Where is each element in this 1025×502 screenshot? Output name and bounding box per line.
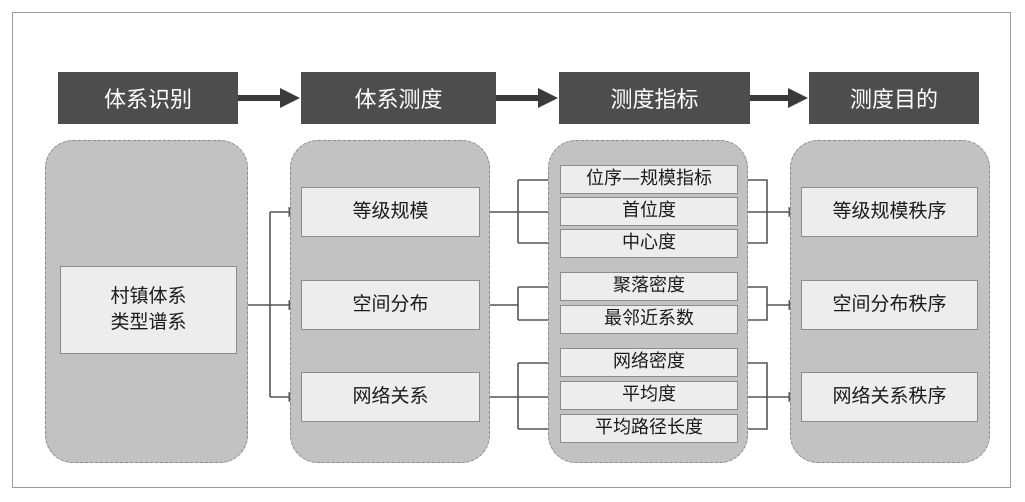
indicator-rank-size: 位序—规模指标 bbox=[560, 165, 738, 194]
dimension-hierarchy: 等级规模 bbox=[301, 187, 480, 237]
identify-line-1: 村镇体系 bbox=[110, 285, 187, 308]
header-arrows bbox=[238, 88, 808, 108]
identify-box: 村镇体系 类型谱系 bbox=[60, 266, 237, 354]
header-measure: 体系测度 bbox=[301, 72, 496, 124]
dimension-network: 网络关系 bbox=[301, 372, 480, 422]
indicator-avg-path-length: 平均路径长度 bbox=[560, 414, 738, 443]
goal-network-order: 网络关系秩序 bbox=[801, 372, 978, 422]
indicator-network-density: 网络密度 bbox=[560, 348, 738, 377]
goal-spatial-order: 空间分布秩序 bbox=[801, 280, 978, 330]
header-indicators: 测度指标 bbox=[559, 72, 750, 124]
identify-line-2: 类型谱系 bbox=[110, 311, 187, 333]
indicator-nearest-neighbor: 最邻近系数 bbox=[560, 305, 738, 334]
indicator-centrality: 中心度 bbox=[560, 229, 738, 258]
indicator-settlement-density: 聚落密度 bbox=[560, 272, 738, 301]
goal-hierarchy-order: 等级规模秩序 bbox=[801, 187, 978, 237]
indicator-primacy: 首位度 bbox=[560, 197, 738, 226]
header-identify: 体系识别 bbox=[58, 72, 238, 124]
header-goals: 测度目的 bbox=[809, 72, 979, 124]
dimension-spatial: 空间分布 bbox=[301, 280, 480, 330]
indicator-average-degree: 平均度 bbox=[560, 381, 738, 410]
